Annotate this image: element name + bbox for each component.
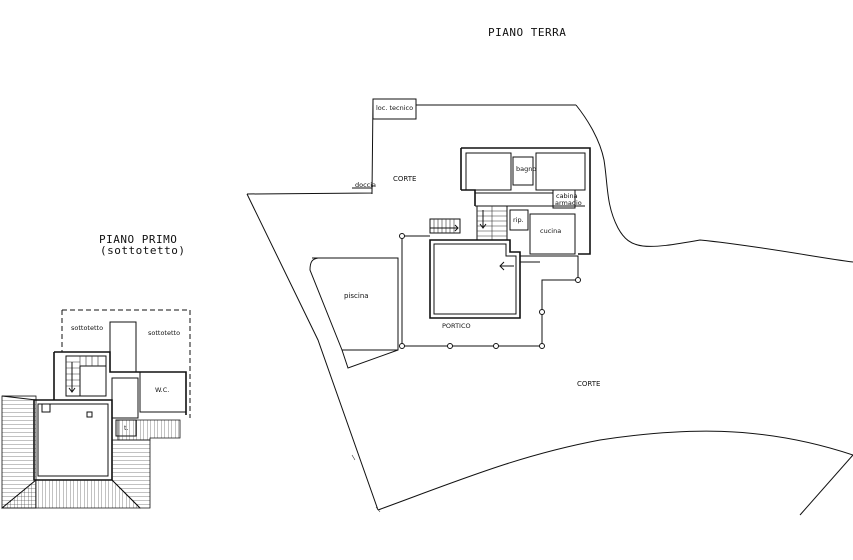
house-plan: bagno cabina armadio rip. cucina bbox=[429, 147, 591, 319]
cabina-label-1: cabina bbox=[556, 192, 578, 200]
portico-column bbox=[399, 233, 405, 239]
portico-label: PORTICO bbox=[442, 322, 471, 330]
first-floor-title: PIANO PRIMO bbox=[99, 233, 177, 246]
bagno-label: bagno bbox=[516, 165, 536, 173]
portico-column bbox=[539, 343, 545, 349]
corte-top-label: CORTE bbox=[393, 175, 416, 183]
corte-bottom-label: CORTE bbox=[577, 380, 600, 388]
cabina-label-2: armadio bbox=[555, 199, 582, 207]
portico-column bbox=[539, 309, 545, 315]
ground-floor-title: PIANO TERRA bbox=[488, 26, 566, 39]
loc-tecnico-label: loc. tecnico bbox=[376, 104, 413, 112]
portico-column bbox=[447, 343, 453, 349]
portico-column bbox=[399, 343, 405, 349]
internal-stair bbox=[476, 205, 508, 241]
pool: piscina bbox=[309, 257, 399, 369]
wc-label: W.C. bbox=[155, 386, 169, 394]
portico-column bbox=[493, 343, 499, 349]
shower: doccia bbox=[352, 181, 376, 194]
sottotetto-left-label: sottotetto bbox=[71, 324, 103, 332]
attic-stair bbox=[65, 355, 107, 397]
lot-boundary bbox=[246, 98, 853, 516]
first-floor-subtitle: (sottotetto) bbox=[100, 244, 185, 257]
portico: PORTICO bbox=[399, 233, 581, 349]
roof-hatching bbox=[0, 395, 181, 509]
rip-label: rip. bbox=[513, 216, 524, 224]
cucina-label: cucina bbox=[540, 227, 561, 235]
portico-column bbox=[575, 277, 581, 283]
technical-room: loc. tecnico bbox=[372, 98, 417, 120]
doccia-label: doccia bbox=[355, 181, 376, 189]
sottotetto-right-label: sottotetto bbox=[148, 329, 180, 337]
piscina-label: piscina bbox=[344, 292, 369, 300]
external-stair bbox=[429, 218, 461, 234]
